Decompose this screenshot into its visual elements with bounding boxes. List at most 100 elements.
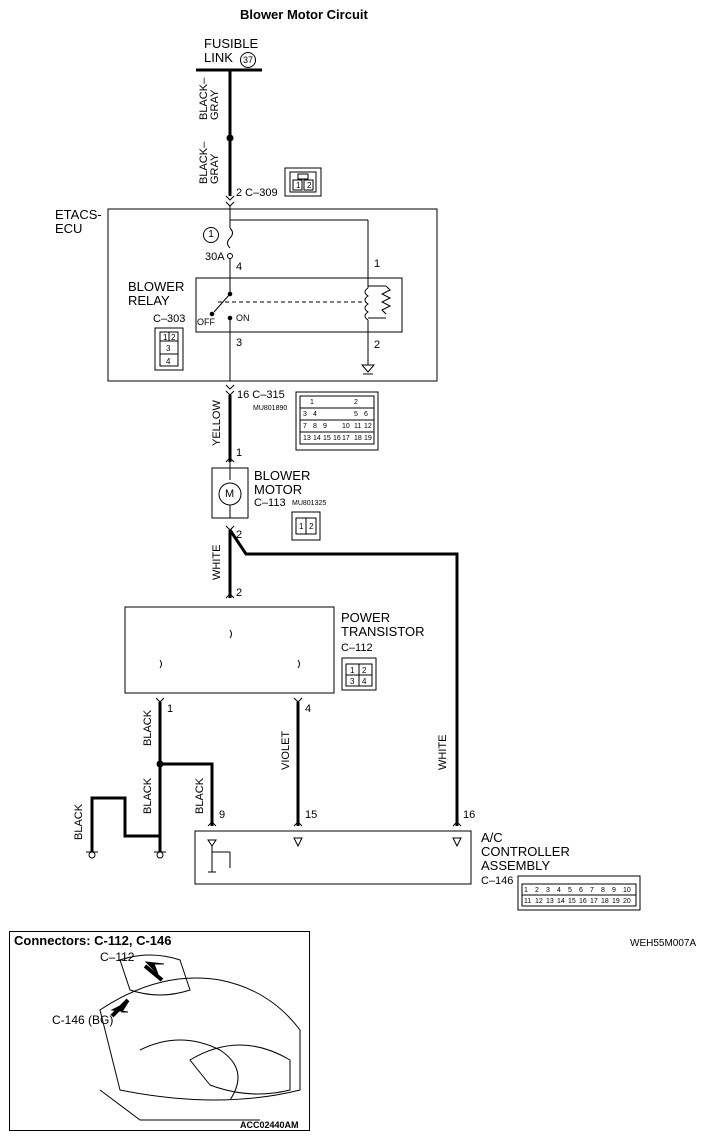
c315-pin: 5 (354, 411, 358, 418)
location-callout-c112: C–112 (100, 950, 135, 964)
c315-pin: 18 (354, 435, 362, 442)
relay-off-label: OFF (197, 317, 215, 327)
c303-pin-2: 2 (171, 333, 176, 342)
c315-pin: 11 (354, 423, 362, 430)
c146-pin: 13 (546, 898, 554, 905)
etacs-ecu-label-2: ECU (55, 221, 83, 236)
diagram-code: WEH55M007A (630, 938, 697, 949)
connector-c309-label: 2 C–309 (236, 187, 278, 199)
wire-label-violet: VIOLET (280, 730, 292, 770)
relay-coil (364, 287, 369, 321)
c146-pin: 4 (557, 887, 561, 894)
power-transistor-label: POWER (341, 610, 391, 625)
c112-pin-3: 3 (350, 677, 355, 686)
c315-pin: 15 (323, 435, 331, 442)
c112-pin-2: 2 (362, 666, 367, 675)
motor-pin-1: 1 (236, 447, 243, 459)
connector-face-c112 (341, 657, 377, 691)
fuse-symbol (227, 227, 233, 249)
location-code: ACC02440AM (240, 1120, 299, 1130)
c315-pin: 6 (364, 411, 368, 418)
c146-pin: 9 (612, 887, 616, 894)
connector-c315-label: 16 C–315 (237, 389, 285, 401)
c315-pin: 2 (354, 399, 358, 406)
ac-controller-label: A/C (481, 830, 503, 845)
diagram-title: Blower Motor Circuit (240, 7, 368, 22)
wire-label-black-pin9: BLACK (194, 777, 206, 814)
c146-pin: 12 (535, 898, 543, 905)
c315-pin: 3 (303, 411, 307, 418)
relay-switch-arm (213, 293, 231, 313)
c146-pin: 7 (590, 887, 594, 894)
c315-pin: 13 (303, 435, 311, 442)
connector-c113-part: MU801325 (292, 500, 327, 507)
c309-pin-2: 2 (307, 181, 312, 190)
pt-pin-4: 4 (305, 703, 312, 715)
c146-pin: 6 (579, 887, 583, 894)
fusible-link-label-2: LINK (204, 50, 233, 65)
motor-symbol-text: M (225, 488, 235, 500)
fuse-rating: 30A (205, 251, 225, 263)
c315-pin: 1 (310, 399, 314, 406)
c315-grid (300, 407, 374, 433)
ac-pin-16: 16 (463, 809, 476, 821)
c146-pin: 11 (524, 898, 532, 905)
c146-pin: 20 (623, 898, 631, 905)
location-illustration (99, 954, 301, 1121)
connector-face-c309 (284, 167, 322, 197)
connector-face-c303 (154, 327, 184, 371)
c146-pin: 3 (546, 887, 550, 894)
wire-label-black-pt: BLACK (142, 709, 154, 746)
wire-black-gnd (90, 796, 160, 852)
wire-label-black-gnd2: BLACK (142, 777, 154, 814)
connector-c146-label: C–146 (481, 875, 514, 887)
location-title: Connectors: C-112, C-146 (14, 933, 172, 948)
c146-pin: 19 (612, 898, 620, 905)
connector-face-c113 (291, 511, 321, 541)
c112-pin-4: 4 (362, 677, 367, 686)
connector-face-c146 (517, 875, 641, 911)
ac-pin-9: 9 (219, 809, 226, 821)
fusible-link-number: 37 (240, 52, 256, 68)
power-transistor-box (124, 606, 335, 694)
c303-pin-3: 3 (166, 344, 171, 353)
connector-c113-label: C–113 (254, 497, 286, 509)
wire-label-white-ac: WHITE (437, 734, 449, 770)
fuse-number: 1 (203, 227, 219, 243)
c303-pin-1: 1 (163, 333, 168, 342)
ac-controller-box (194, 830, 472, 885)
c315-pin: 17 (342, 435, 350, 442)
c146-pin: 1 (524, 887, 528, 894)
c315-pin: 9 (323, 423, 327, 430)
power-transistor-label-2: TRANSISTOR (341, 624, 425, 639)
relay-pin-2: 2 (374, 339, 381, 351)
etacs-ecu-box (107, 208, 438, 382)
c146-pin: 18 (601, 898, 609, 905)
ac-controller-label-3: ASSEMBLY (481, 858, 551, 873)
c146-pin: 2 (535, 887, 539, 894)
c315-pin: 8 (313, 423, 317, 430)
c146-pin: 10 (623, 887, 631, 894)
ac-controller-label-2: CONTROLLER (481, 844, 570, 859)
arrow-c112 (144, 961, 165, 975)
c146-pin: 15 (568, 898, 576, 905)
wire-label-black-gray-2: BLACK– GRAY (198, 141, 221, 184)
c113-pin-2: 2 (309, 522, 314, 531)
c315-pin: 14 (313, 435, 321, 442)
wire-label-yellow: YELLOW (211, 400, 223, 446)
relay-pin-4: 4 (236, 261, 243, 273)
c315-pin: 12 (364, 423, 372, 430)
connector-c315-part: MU801890 (253, 405, 288, 412)
c146-pin: 5 (568, 887, 572, 894)
c315-pin: 19 (364, 435, 372, 442)
relay-pin-3: 3 (236, 337, 243, 349)
wire-white-ac (228, 529, 459, 826)
blower-motor-label-2: MOTOR (254, 482, 303, 497)
wire-label-black-gnd1: BLACK (73, 803, 85, 840)
fusible-link-label: FUSIBLE (204, 36, 259, 51)
relay-on-label: ON (236, 313, 250, 323)
c146-pin: 17 (590, 898, 598, 905)
etacs-ecu-label: ETACS- (55, 207, 102, 222)
blower-relay-label-2: RELAY (128, 293, 170, 308)
